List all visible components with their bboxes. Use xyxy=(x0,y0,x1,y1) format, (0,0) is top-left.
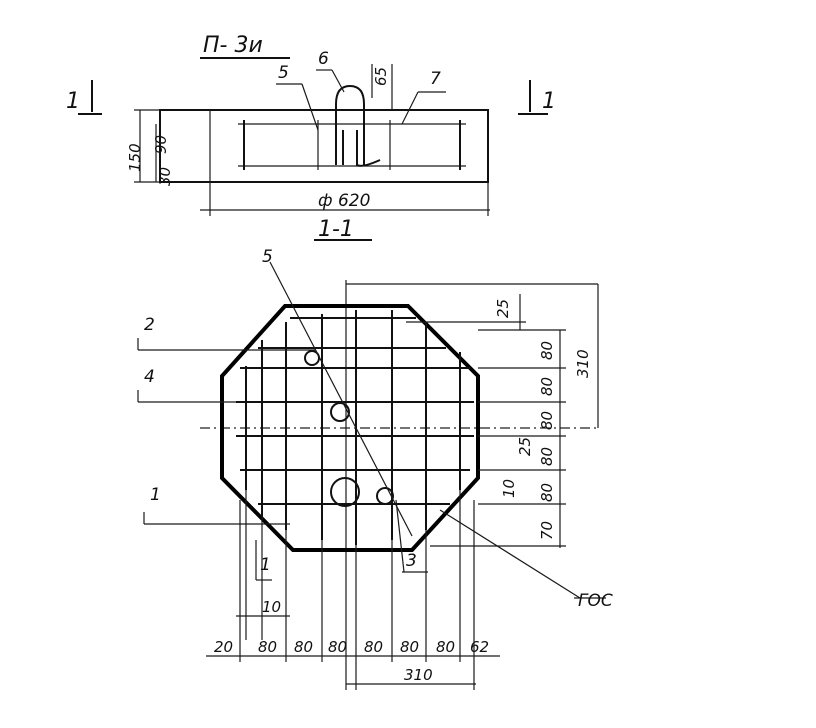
right-dimension-chain xyxy=(406,294,566,548)
callout-7: 7 xyxy=(430,69,441,89)
dim-diameter: ф 620 xyxy=(318,191,370,211)
opening-small-bottom xyxy=(376,487,394,505)
bottom-dimension-chain xyxy=(206,490,500,690)
dim-right-80-d: 80 xyxy=(538,447,556,466)
plan-callout-4: 4 xyxy=(144,367,155,387)
dim-10-left: 10 xyxy=(262,598,281,616)
section-label: 1-1 xyxy=(318,217,354,242)
leader-5-diagonal xyxy=(269,261,413,537)
dim-right-70: 70 xyxy=(538,521,556,540)
rebar-grid-horizontal xyxy=(236,317,474,505)
plan-callout-3: 3 xyxy=(406,551,417,571)
cut-mark-left: 1 xyxy=(66,89,80,114)
dim-bottom-80-b: 80 xyxy=(294,638,313,656)
opening-medium xyxy=(330,402,350,422)
dim-65: 65 xyxy=(372,67,390,86)
dim-bottom-20: 20 xyxy=(214,638,233,656)
plan-view: 5 ГОС 2 4 1 3 1 10 xyxy=(137,247,613,690)
opening-large xyxy=(330,477,360,507)
dim-bottom-80-f: 80 xyxy=(436,638,455,656)
callout-6: 6 xyxy=(318,49,329,69)
lifting-loop-legs xyxy=(342,130,381,167)
callout-5: 5 xyxy=(278,63,289,83)
dim-bottom-310: 310 xyxy=(404,666,433,684)
dim-right-80-e: 80 xyxy=(538,483,556,502)
dim-bottom-80-a: 80 xyxy=(258,638,277,656)
dim-bottom-80-e: 80 xyxy=(400,638,419,656)
slab-section-outline xyxy=(159,109,489,183)
opening-small-top xyxy=(304,350,320,366)
dim-right-310: 310 xyxy=(574,349,592,378)
section-title: П- 3и xyxy=(203,33,263,58)
plan-callout-1: 1 xyxy=(150,485,161,505)
callout-7-leader xyxy=(401,91,419,125)
plan-callout-3-leader xyxy=(395,499,405,573)
dim-right-80-c: 80 xyxy=(538,411,556,430)
dim-90: 90 xyxy=(152,135,170,154)
callout-5-leader xyxy=(301,83,319,131)
lifting-loop xyxy=(335,84,365,165)
dim-right-80-b: 80 xyxy=(538,377,556,396)
section-1-1: П- 3и 1 1 5 6 7 65 xyxy=(66,33,556,242)
dim-right-10: 10 xyxy=(500,479,518,498)
cut-mark-right: 1 xyxy=(542,89,556,114)
plan-octagon-outline xyxy=(220,304,480,552)
dim-right-25-top: 25 xyxy=(494,299,512,318)
callout-6-leader xyxy=(331,69,345,93)
dim-150: 150 xyxy=(126,143,144,172)
plan-callout-2: 2 xyxy=(144,315,155,335)
dim-right-25-mid: 25 xyxy=(516,437,534,456)
dim-30: 30 xyxy=(156,167,174,186)
dim-bottom-80-c: 80 xyxy=(328,638,347,656)
plan-callout-1-inner: 1 xyxy=(260,555,271,575)
plan-edge-text: ГОС xyxy=(578,591,613,611)
dim-right-80-a: 80 xyxy=(538,341,556,360)
dim-bottom-62: 62 xyxy=(470,638,489,656)
leader-gos xyxy=(439,509,581,599)
dim-bottom-80-d: 80 xyxy=(364,638,383,656)
plan-callout-5: 5 xyxy=(262,247,273,267)
